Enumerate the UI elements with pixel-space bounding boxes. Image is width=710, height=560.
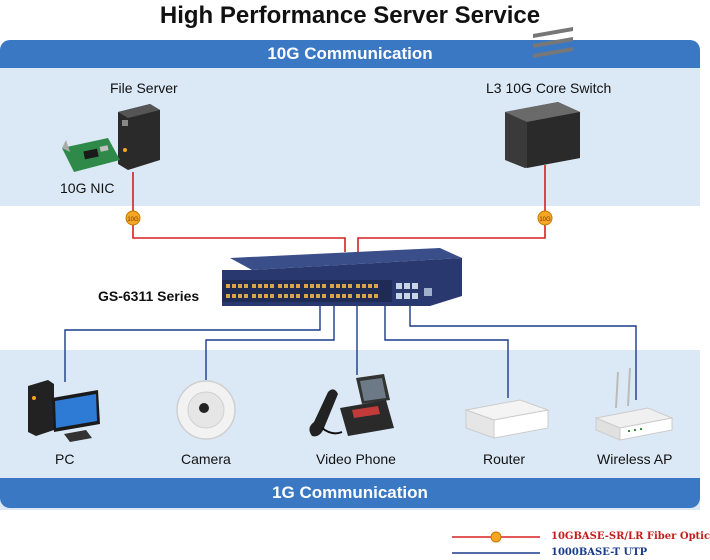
badge-10g-right: 10G xyxy=(537,210,553,226)
utp-link-wireless-ap xyxy=(409,306,637,400)
fiber-links xyxy=(132,165,546,252)
utp-link-camera xyxy=(205,306,335,380)
router-icon xyxy=(464,399,550,439)
top-band-header: 10G Communication xyxy=(0,40,700,68)
legend-utp-text: 1000BASE-T UTP xyxy=(551,547,648,558)
utp-link-pc xyxy=(64,306,321,382)
core-switch-icon xyxy=(505,26,580,168)
camera-icon xyxy=(176,380,236,440)
video-phone-label: Video Phone xyxy=(316,451,396,467)
video-phone-icon xyxy=(309,374,394,437)
nic-card-icon xyxy=(62,138,120,172)
pc-label: PC xyxy=(55,451,75,467)
badge-10g-left-text: 10G xyxy=(127,217,139,223)
badge-10g-left: 10G xyxy=(125,210,141,226)
router-label: Router xyxy=(483,451,526,467)
page-title: High Performance Server Service xyxy=(159,2,541,29)
fiber-link-file-server xyxy=(132,172,346,252)
core-switch-label: L3 10G Core Switch xyxy=(486,80,612,96)
file-server-label: File Server xyxy=(110,80,178,96)
legend xyxy=(452,531,540,554)
fiber-link-core-switch xyxy=(357,165,546,252)
bottom-band-header: 1G Communication xyxy=(0,478,700,508)
utp-link-router xyxy=(384,306,509,398)
wireless-ap-icon xyxy=(594,367,674,441)
legend-fiber-badge xyxy=(490,531,502,543)
nic-label: 10G NIC xyxy=(60,180,115,196)
utp-links xyxy=(64,306,637,400)
wireless-ap-label: Wireless AP xyxy=(597,451,673,467)
gs-6311-switch-icon xyxy=(222,248,462,306)
legend-fiber-text: 10GBASE-SR/LR Fiber Optic xyxy=(551,531,710,542)
switch-label: GS-6311 Series xyxy=(98,288,200,304)
badge-10g-right-text: 10G xyxy=(539,217,551,223)
file-server-icon xyxy=(118,104,160,170)
camera-label: Camera xyxy=(181,451,231,467)
pc-icon xyxy=(28,380,100,442)
